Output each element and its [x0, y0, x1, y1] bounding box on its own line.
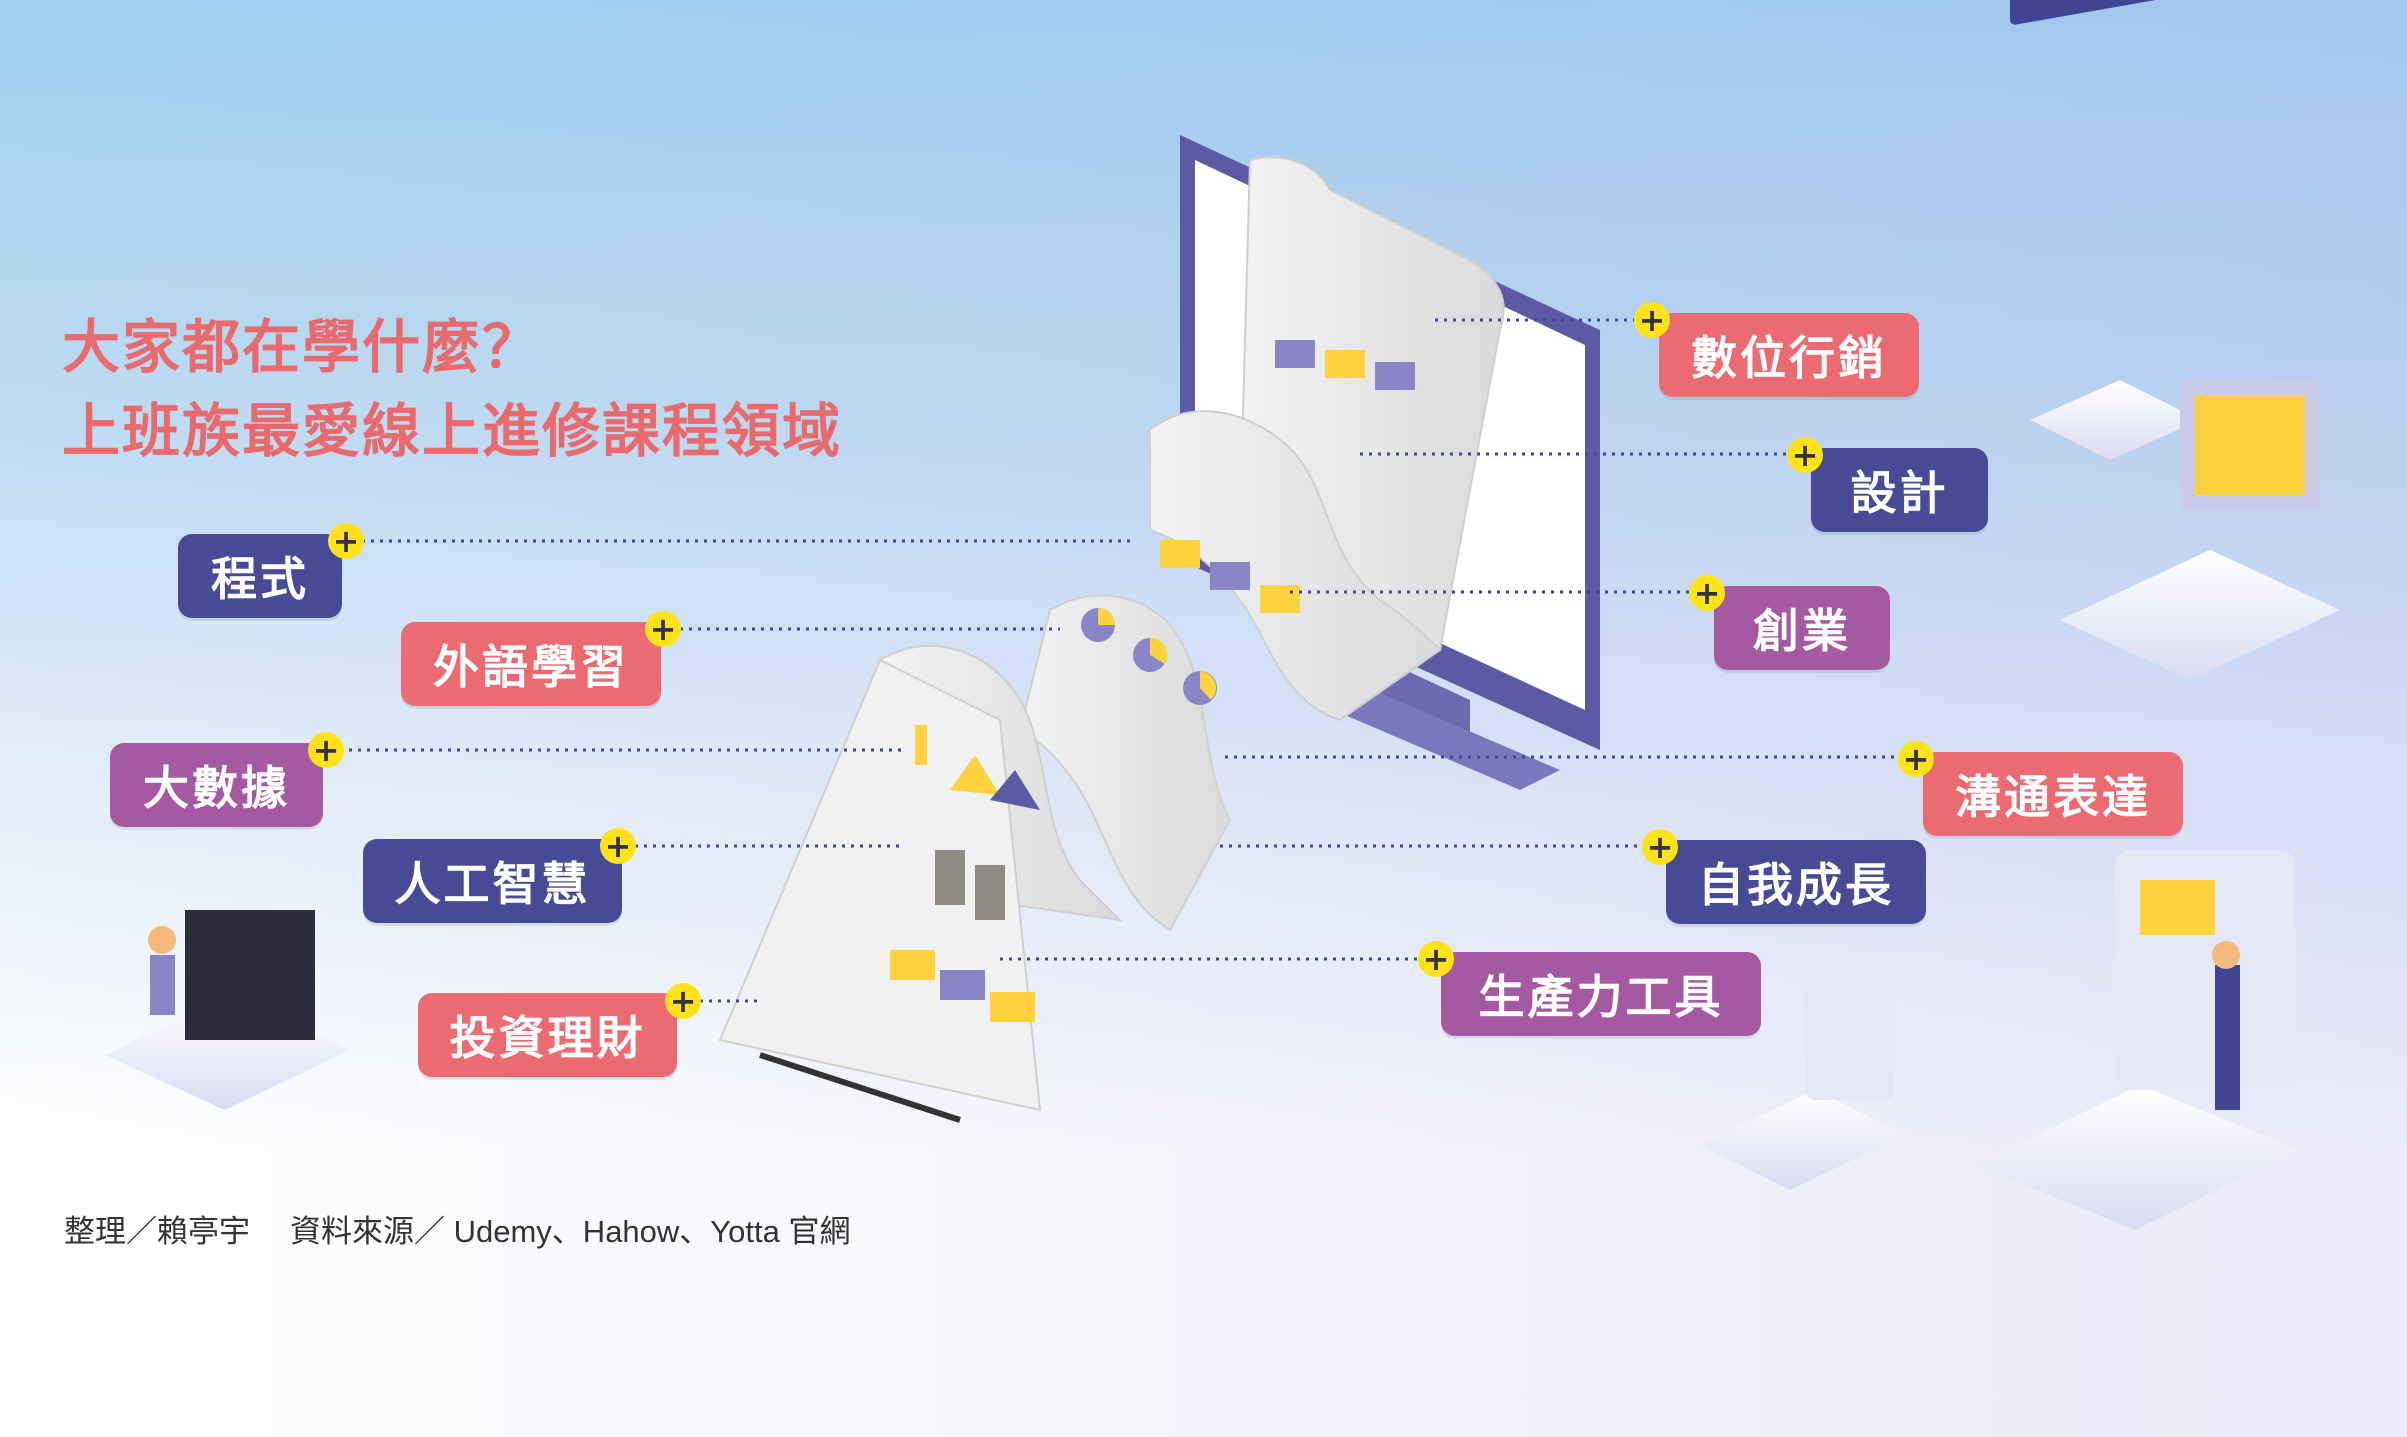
- tag-artificial-intelligence-label: 人工智慧: [394, 857, 591, 911]
- scroll-paper-illustration: [718, 156, 1505, 1123]
- tag-language-learning: 外語學習: [401, 622, 661, 706]
- tag-self-growth-label: 自我成長: [1698, 858, 1894, 912]
- tag-entrepreneurship: 創業: [1714, 586, 1890, 670]
- title-line-2: 上班族最愛線上進修課程領域: [62, 397, 843, 465]
- tag-communication: 溝通表達: [1923, 752, 2183, 836]
- tag-communication-label: 溝通表達: [1955, 770, 2151, 824]
- page-title: 大家都在學什麼？ 上班族最愛線上進修課程領域: [62, 305, 842, 473]
- plus-icon: +: [328, 523, 364, 559]
- title-line-1: 大家都在學什麼？: [62, 313, 543, 381]
- tag-productivity-tools: 生產力工具: [1441, 952, 1761, 1036]
- plus-icon: +: [1642, 829, 1678, 865]
- plus-icon: +: [1898, 741, 1934, 777]
- plus-icon: +: [600, 828, 636, 864]
- platform-top-right-illustration: [2010, 0, 2340, 680]
- plus-icon: +: [1689, 575, 1725, 611]
- plus-icon: +: [1634, 302, 1670, 338]
- platform-bottom-right-illustration: [1700, 850, 2300, 1230]
- platform-bottom-left-illustration: [105, 910, 350, 1110]
- tag-self-growth: 自我成長: [1666, 840, 1926, 924]
- plus-icon: +: [1418, 941, 1454, 977]
- tag-programming-label: 程式: [211, 552, 309, 606]
- credit-line: 整理／賴亭宇 資料來源／ Udemy、Hahow、Yotta 官網: [64, 1206, 850, 1251]
- plus-icon: +: [665, 983, 701, 1019]
- tag-investment-label: 投資理財: [449, 1011, 646, 1065]
- plus-icon: +: [1787, 437, 1823, 473]
- plus-icon: +: [308, 732, 344, 768]
- tag-entrepreneurship-label: 創業: [1753, 604, 1851, 658]
- tag-investment: 投資理財: [418, 993, 677, 1077]
- tag-language-learning-label: 外語學習: [433, 640, 629, 694]
- tag-big-data-label: 大數據: [143, 761, 290, 815]
- plus-icon: +: [645, 611, 681, 647]
- tag-design: 設計: [1811, 448, 1988, 532]
- credit-source: 資料來源／ Udemy、Hahow、Yotta 官網: [290, 1214, 851, 1249]
- tag-big-data: 大數據: [110, 743, 323, 827]
- tag-digital-marketing-label: 數位行銷: [1691, 331, 1887, 385]
- tag-design-label: 設計: [1850, 466, 1949, 520]
- tag-productivity-tools-label: 生產力工具: [1478, 970, 1724, 1024]
- connector-lines: [340, 318, 1900, 1003]
- tag-artificial-intelligence: 人工智慧: [363, 839, 622, 923]
- credit-editor: 整理／賴亭宇: [64, 1214, 250, 1249]
- tag-digital-marketing: 數位行銷: [1659, 313, 1919, 397]
- tag-programming: 程式: [178, 534, 342, 618]
